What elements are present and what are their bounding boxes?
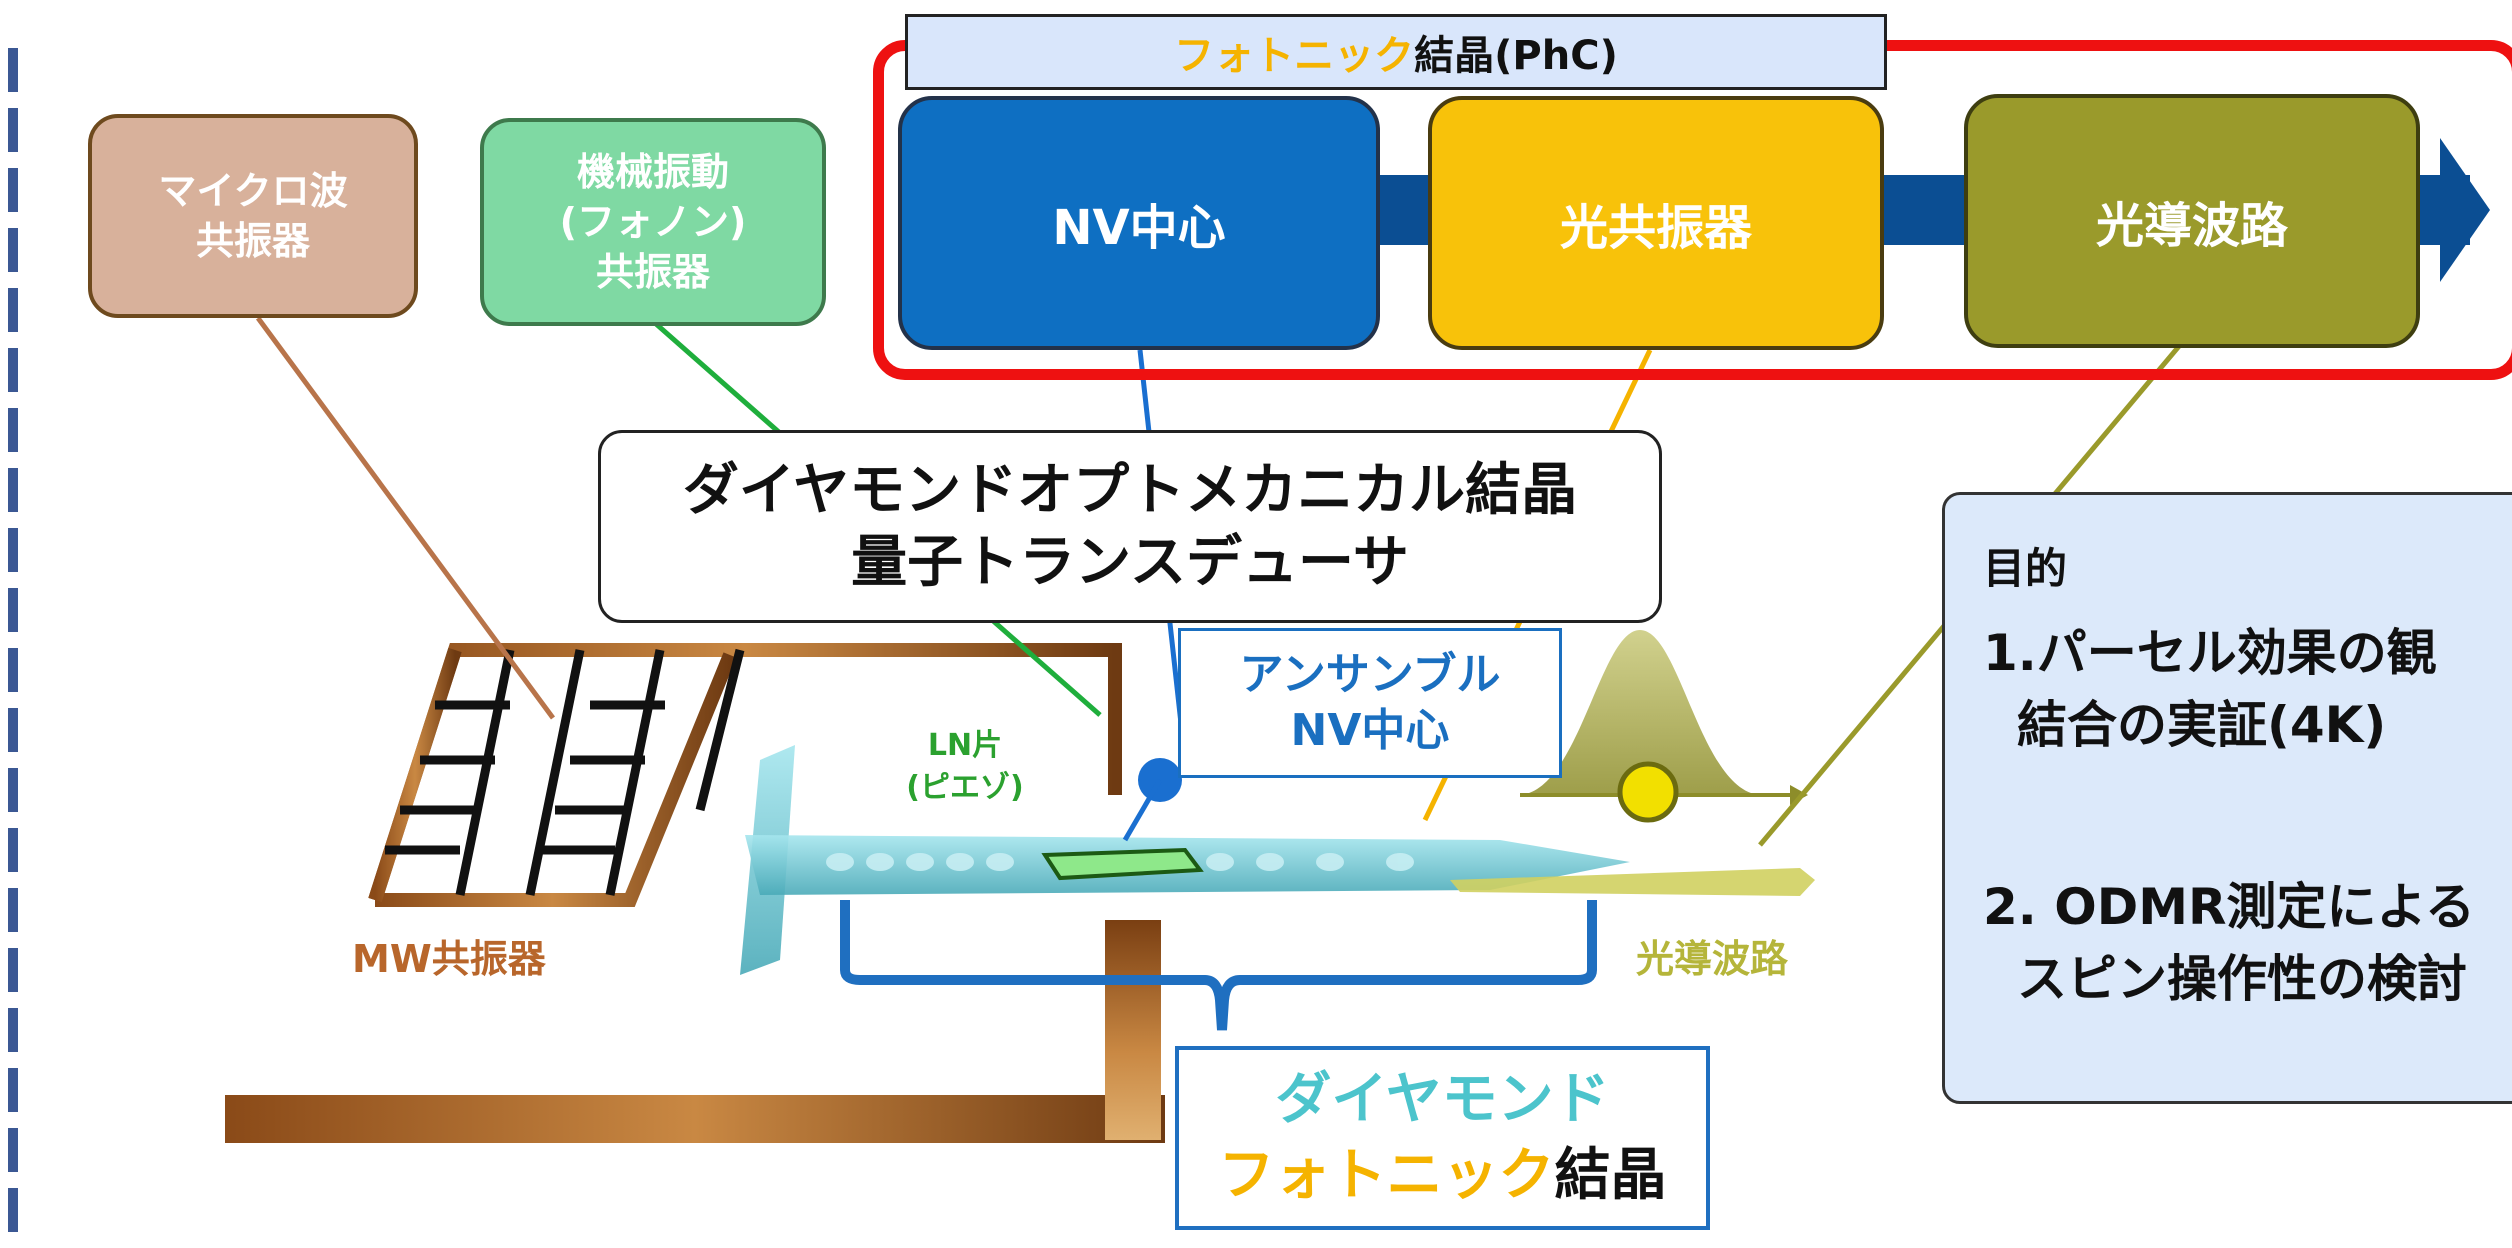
phc-header: フォトニック結晶(PhC) xyxy=(905,14,1887,90)
goal-item1-line1: 1.パーセル効果の観 xyxy=(1983,624,2437,682)
microwave-box-line2: 共振器 xyxy=(195,219,310,263)
title-line2: 量子トランスデューサ xyxy=(851,529,1409,595)
device-waveguide-label: 光導波路 xyxy=(1636,937,1789,981)
goal-item2-line1: 2. ODMR測定による xyxy=(1983,878,2475,936)
mechanical-box-line3: 共振器 xyxy=(595,250,710,294)
mw-resonator-cells xyxy=(385,648,745,896)
connector-microwave xyxy=(255,316,556,720)
mechanical-resonator-box: 機械振動 (フォノン) 共振器 xyxy=(480,118,826,326)
optical-waveguide-box: 光導波路 xyxy=(1964,94,2420,348)
gaussian-pulse xyxy=(1520,630,1760,795)
diamond-phc-highlight: フォトニック xyxy=(1218,1143,1555,1208)
goal-panel: 目的 1.パーセル効果の観 結合の実証(4K) 2. ODMR測定による スピン… xyxy=(1942,492,2512,1104)
ln-label-line1: LN片 xyxy=(927,728,1003,763)
mw-feedline-v xyxy=(1105,920,1161,1140)
phc-header-rest: 結晶(PhC) xyxy=(1414,33,1618,79)
mechanical-box-line1: 機械振動 xyxy=(576,150,729,194)
diamond-crystal-holes xyxy=(826,853,1414,871)
ln-label-line2: (ピエゾ) xyxy=(906,770,1024,805)
optical-cavity-box: 光共振器 xyxy=(1428,96,1884,350)
photon-ball xyxy=(1617,761,1679,823)
microwave-box-line1: マイクロ波 xyxy=(158,169,348,213)
microwave-resonator-box: マイクロ波 共振器 xyxy=(88,114,418,318)
diamond-phc-rest: 結晶 xyxy=(1554,1143,1667,1208)
title-line1: ダイヤモンドオプトメカニカル結晶 xyxy=(682,457,1578,523)
optical-waveguide-label: 光導波路 xyxy=(2095,198,2288,254)
mechanical-box-line2: (フォノン) xyxy=(559,200,747,244)
optical-cavity-label: 光共振器 xyxy=(1559,200,1752,256)
diamond-phc-box: ダイヤモンド フォトニック結晶 xyxy=(1175,1046,1710,1230)
mw-resonator-drawing xyxy=(368,643,1122,907)
phc-header-highlight: フォトニック xyxy=(1174,33,1415,79)
diamond-phc-line1: ダイヤモンド xyxy=(1275,1067,1610,1132)
nv-center-label: NV中心 xyxy=(1052,200,1226,256)
transducer-title-box: ダイヤモンドオプトメカニカル結晶 量子トランスデューサ xyxy=(598,430,1662,623)
ensemble-nv-line2: NV中心 xyxy=(1290,705,1450,756)
nv-center-box: NV中心 xyxy=(898,96,1380,350)
ensemble-nv-box: アンサンブル NV中心 xyxy=(1178,628,1562,778)
diamond-brace xyxy=(840,900,1597,1031)
goal-item2-line2: スピン操作性の検討 xyxy=(2017,950,2467,1008)
goal-heading: 目的 xyxy=(1983,544,2068,593)
mw-feedline-h xyxy=(225,1095,1165,1143)
output-waveguide xyxy=(1450,868,1815,896)
ensemble-nv-line1: アンサンブル xyxy=(1239,649,1501,700)
ln-piezo-label: LN片 (ピエゾ) xyxy=(880,722,1050,812)
goal-item1-line2: 結合の実証(4K) xyxy=(2017,696,2387,754)
ln-piezo-block xyxy=(1041,847,1204,881)
flow-arrow-head xyxy=(2440,138,2490,282)
mw-resonator-label: MW共振器 xyxy=(352,937,546,981)
left-dashed-divider xyxy=(8,48,18,1248)
